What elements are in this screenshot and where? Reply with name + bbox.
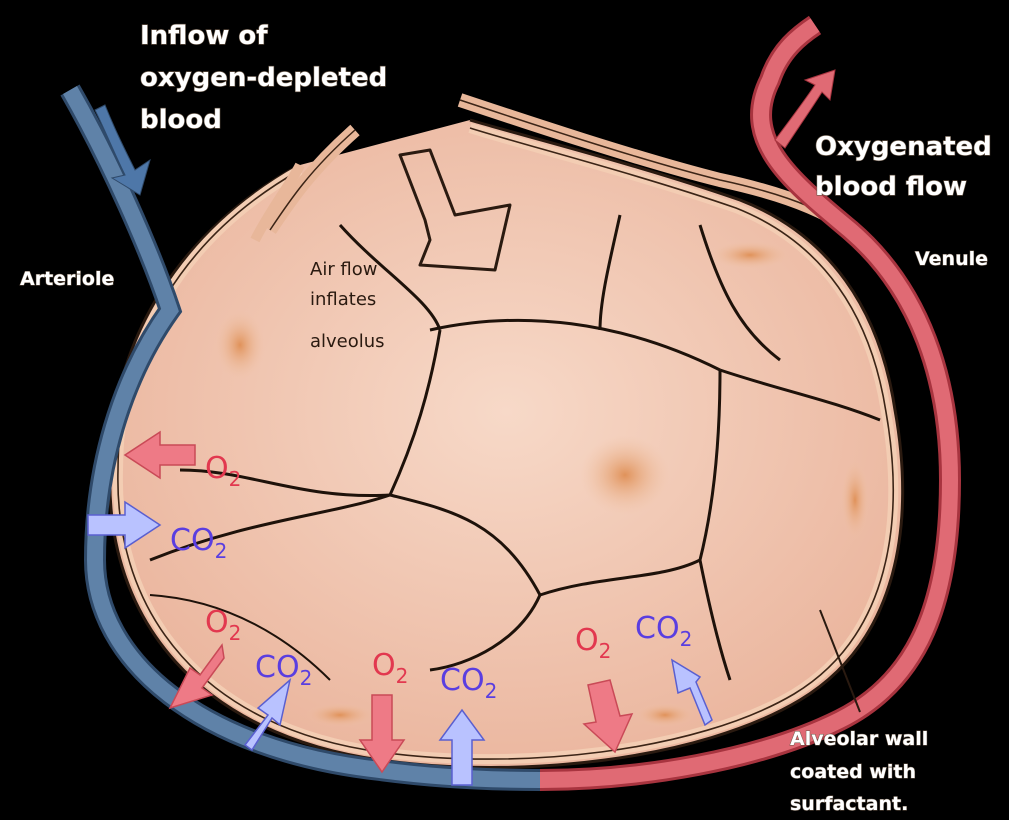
arteriole-label: Arteriole <box>20 268 114 290</box>
venule-label: Venule <box>915 248 988 270</box>
inflow-label: Inflow of oxygen-depleted blood <box>140 21 396 135</box>
alveolar-wall-label: Alveolar wall coated with surfactant. <box>790 728 935 815</box>
oxygenated-label: Oxygenated blood flow <box>815 132 1001 202</box>
airflow-label: Air flow inflates alveolus <box>310 259 385 352</box>
